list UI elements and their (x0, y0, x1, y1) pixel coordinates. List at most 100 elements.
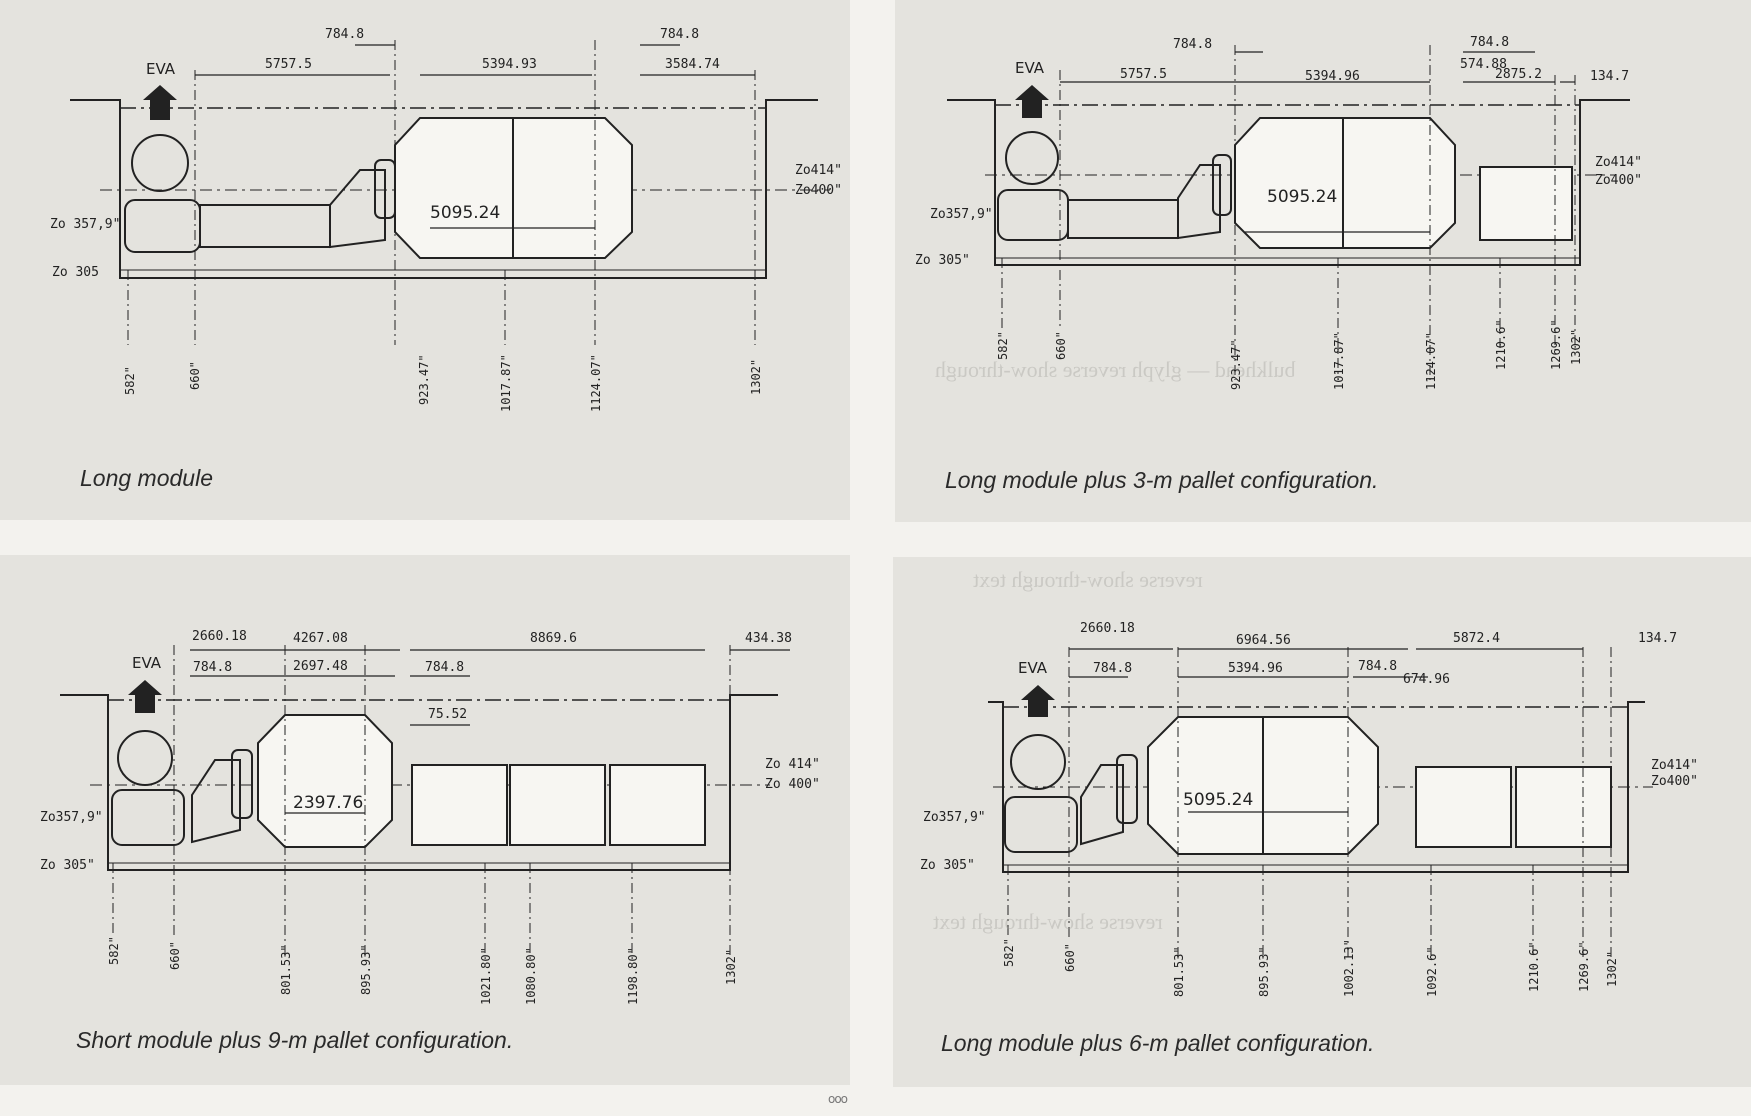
pressurized-module (1234, 117, 1456, 249)
z-label: Zo400" (795, 183, 842, 198)
station-label: 582" (107, 936, 121, 965)
pallet (1479, 166, 1573, 241)
dim-label: 75.52 (428, 707, 467, 722)
station-label: 1210.6" (1527, 941, 1541, 992)
z-label: Zo 305" (40, 858, 95, 873)
dim-label: 134.7 (1590, 69, 1629, 84)
z-label: Zo400" (1651, 774, 1698, 789)
diagram-panel-long-module: EVA 784.8 784.8 5757.5 5394.93 3584.74 5… (0, 0, 850, 520)
station-label: 1017.87" (1332, 332, 1346, 390)
station-label: 1302" (749, 359, 763, 395)
dim-label: 674.96 (1403, 672, 1450, 687)
station-label: 923.47" (1229, 339, 1243, 390)
eva-label: EVA (1018, 659, 1048, 677)
cargo-bay-outline (60, 694, 778, 871)
pressurized-module (257, 714, 393, 848)
diagram-short-module-9m-pallet: EVA 2660.18 4267.08 8869.6 434.38 784.8 … (40, 629, 820, 1005)
station-label: 1017.87" (499, 354, 513, 412)
pallet (411, 764, 508, 846)
diagram-long-module-3m-pallet: EVA 784.8 784.8 574.88 5757.5 5394.96 28… (915, 35, 1642, 390)
z-label: Zo 357,9" (50, 217, 120, 232)
dim-label: 784.8 (425, 660, 464, 675)
dim-label: 2660.18 (1080, 621, 1135, 636)
module-volume-label: 5095.24 (1267, 187, 1337, 207)
diagram-panel-long-module-6m-pallet: reverse show-through text reverse show-t… (893, 557, 1751, 1087)
dim-label: 4267.08 (293, 631, 348, 646)
station-label: 660" (1054, 331, 1068, 360)
panel-caption: Long module plus 6-m pallet configuratio… (941, 1030, 1375, 1056)
station-label: 1302" (1569, 329, 1583, 365)
station-label: 582" (123, 366, 137, 395)
station-label: 923.47" (417, 354, 431, 405)
dim-label: 784.8 (1358, 659, 1397, 674)
airlock-sphere (131, 134, 189, 192)
dim-label: 8869.6 (530, 631, 577, 646)
station-label: 895.93" (1257, 946, 1271, 997)
eva-label: EVA (1015, 59, 1045, 77)
diagram-panel-long-module-3m-pallet: bulkhead — glyph reverse show-through EV… (895, 0, 1751, 522)
module-volume-label: 5095.24 (1183, 790, 1253, 810)
dim-label: 5757.5 (265, 57, 312, 72)
z-label: Zo 305" (915, 253, 970, 268)
station-label: 1210.6" (1494, 319, 1508, 370)
station-label: 660" (188, 361, 202, 390)
station-label: 1080.80" (524, 947, 538, 1005)
station-label: 1124.07" (1424, 332, 1438, 390)
airlock-sphere (1010, 734, 1066, 790)
z-label: Zo357,9" (923, 810, 986, 825)
dim-label: 2660.18 (192, 629, 247, 644)
dim-label: 784.8 (1093, 661, 1132, 676)
z-label: Zo357,9" (40, 810, 103, 825)
cargo-bay-outline (947, 99, 1630, 266)
panel-caption: Long module plus 3-m pallet configuratio… (945, 467, 1379, 493)
dim-label: 574.88 (1460, 57, 1507, 72)
z-label: Zo 305" (920, 858, 975, 873)
station-label: 660" (168, 941, 182, 970)
station-label: 801.53" (1172, 946, 1186, 997)
eva-label: EVA (132, 654, 162, 672)
z-label: Zo 414" (765, 757, 820, 772)
dim-label: 5394.93 (482, 57, 537, 72)
pallet (1515, 766, 1612, 848)
airlock-sphere (1005, 131, 1059, 185)
cargo-bay-outline (70, 99, 818, 279)
dim-label: 5872.4 (1453, 631, 1500, 646)
diagram-long-module-6m-pallet: EVA 2660.18 6964.56 5872.4 134.7 784.8 5… (920, 621, 1698, 997)
dim-label: 434.38 (745, 631, 792, 646)
station-label: 1302" (1605, 951, 1619, 987)
dim-label: 5757.5 (1120, 67, 1167, 82)
z-label: Zo357,9" (930, 207, 993, 222)
station-label: 895.93" (359, 944, 373, 995)
dim-label: 134.7 (1638, 631, 1677, 646)
station-label: 1124.07" (589, 354, 603, 412)
station-label: 1021.80" (479, 947, 493, 1005)
dim-label: 784.8 (193, 660, 232, 675)
z-label: Zo414" (795, 163, 842, 178)
station-label: 582" (996, 331, 1010, 360)
diagram-panel-short-module-9m-pallet: EVA 2660.18 4267.08 8869.6 434.38 784.8 … (0, 555, 850, 1085)
diagram-long-module: EVA 784.8 784.8 5757.5 5394.93 3584.74 5… (50, 27, 842, 412)
station-label: 660" (1063, 943, 1077, 972)
dim-label: 784.8 (325, 27, 364, 42)
pallet (509, 764, 606, 846)
panel-caption: Long module (80, 465, 213, 491)
z-label: Zo 305 (52, 265, 99, 280)
station-label: 582" (1002, 938, 1016, 967)
dim-label: 3584.74 (665, 57, 720, 72)
dim-label: 5394.96 (1228, 661, 1283, 676)
panel-caption: Short module plus 9-m pallet configurati… (76, 1027, 514, 1053)
module-volume-label: 2397.76 (293, 793, 363, 813)
dim-label: 5394.96 (1305, 69, 1360, 84)
pallet (1415, 766, 1512, 848)
cargo-bay-outline (988, 701, 1645, 873)
station-label: 1302" (724, 949, 738, 985)
dim-label: 784.8 (1470, 35, 1509, 50)
station-label: 801.53" (279, 944, 293, 995)
z-label: Zo400" (1595, 173, 1642, 188)
station-label: 1092.6" (1425, 946, 1439, 997)
eva-label: EVA (146, 60, 176, 78)
dim-label: 6964.56 (1236, 633, 1291, 648)
station-label: 1198.80" (626, 947, 640, 1005)
dim-label: 784.8 (660, 27, 699, 42)
station-label: 1002.13" (1342, 939, 1356, 997)
